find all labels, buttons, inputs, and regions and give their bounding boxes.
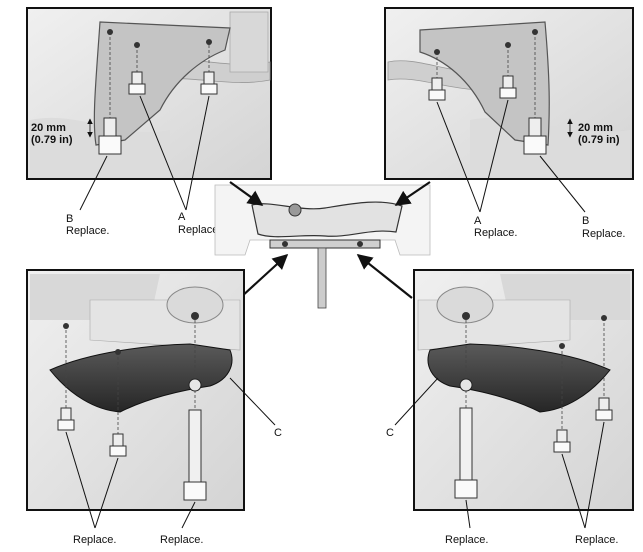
bolt-a bbox=[428, 77, 446, 101]
leader-line-a bbox=[479, 99, 509, 213]
callout-replace-text: Replace. bbox=[160, 534, 203, 546]
bolt-b bbox=[98, 117, 122, 155]
callout-c-letter: C bbox=[274, 427, 282, 439]
leader-line-a bbox=[139, 95, 187, 211]
callout-b-text: Replace. bbox=[66, 225, 109, 237]
dimension-label: 20 mm bbox=[578, 122, 613, 134]
bolt-hole bbox=[462, 312, 470, 320]
leader-line bbox=[584, 421, 605, 529]
bolt-hole bbox=[434, 49, 440, 55]
dimension-label: 20 mm bbox=[31, 122, 66, 134]
bolt-hole bbox=[188, 378, 202, 392]
dimension-alt-label: (0.79 in) bbox=[31, 134, 73, 146]
bolt-hole bbox=[191, 312, 199, 320]
leader-line bbox=[181, 501, 196, 529]
callout-replace-text: Replace. bbox=[73, 534, 116, 546]
callout-replace-text: Replace. bbox=[575, 534, 618, 546]
bolt-a bbox=[128, 71, 146, 95]
leader-line-a bbox=[185, 95, 210, 211]
long-bolt bbox=[454, 407, 478, 499]
bracket-shape bbox=[93, 21, 231, 146]
leader-line bbox=[65, 431, 96, 529]
dimension-alt-label: (0.79 in) bbox=[578, 134, 620, 146]
panel-bottom-left bbox=[26, 269, 245, 511]
bolt-hole bbox=[134, 42, 140, 48]
bracket-shape bbox=[419, 21, 550, 146]
callout-a-letter: A bbox=[178, 211, 186, 223]
bracket-shape bbox=[49, 343, 233, 413]
leader-line bbox=[561, 453, 586, 529]
long-bolt bbox=[183, 409, 207, 501]
bolt bbox=[553, 429, 571, 453]
bolt-hole bbox=[63, 323, 69, 329]
callout-b-text: Replace. bbox=[582, 228, 625, 240]
bolt-hole bbox=[505, 42, 511, 48]
callout-c-letter: C bbox=[386, 427, 394, 439]
bolt-a bbox=[200, 71, 218, 95]
bracket-shape bbox=[427, 343, 611, 413]
bolt-hole bbox=[559, 343, 565, 349]
leader-line-a bbox=[436, 101, 481, 213]
leader-line-b bbox=[79, 155, 108, 211]
bolt-a bbox=[499, 75, 517, 99]
callout-a-text: Replace. bbox=[474, 227, 517, 239]
subframe-overview bbox=[214, 184, 431, 309]
panel-top-right: 20 mm (0.79 in) bbox=[384, 7, 634, 180]
bolt bbox=[57, 407, 75, 431]
callout-a-letter: A bbox=[474, 215, 482, 227]
bolt-hole bbox=[115, 349, 121, 355]
callout-b-letter: B bbox=[66, 213, 73, 225]
pointer-arrow bbox=[394, 181, 431, 206]
panel-top-left: 20 mm (0.79 in) bbox=[26, 7, 272, 180]
leader-line bbox=[94, 457, 119, 529]
pointer-arrow bbox=[356, 254, 413, 299]
leader-line-b bbox=[539, 155, 586, 213]
pointer-arrow bbox=[229, 181, 264, 206]
bolt-hole bbox=[459, 378, 473, 392]
leader-line-c bbox=[229, 377, 276, 426]
pointer-arrow bbox=[239, 253, 289, 299]
bolt-hole bbox=[532, 29, 538, 35]
leader-line bbox=[465, 499, 471, 529]
bolt-b bbox=[523, 117, 547, 155]
bolt-hole bbox=[601, 315, 607, 321]
callout-b-letter: B bbox=[582, 215, 589, 227]
callout-a-text: Replace. bbox=[178, 224, 221, 236]
panel-bottom-right bbox=[413, 269, 634, 511]
leader-line-c bbox=[394, 377, 439, 426]
callout-replace-text: Replace. bbox=[445, 534, 488, 546]
bolt-hole bbox=[206, 39, 212, 45]
bolt-hole bbox=[107, 29, 113, 35]
bolt bbox=[109, 433, 127, 457]
bolt bbox=[595, 397, 613, 421]
